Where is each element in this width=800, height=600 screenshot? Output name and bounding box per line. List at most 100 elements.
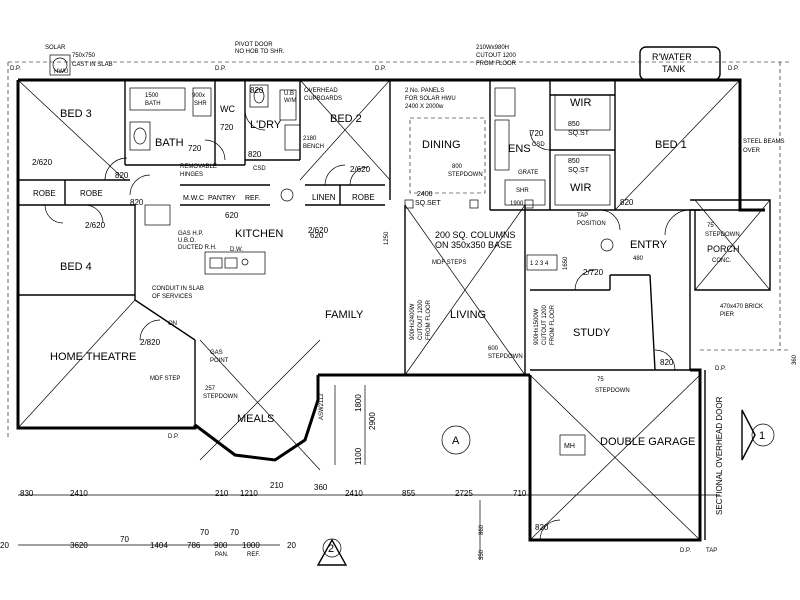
- note-cutout-top: CUTOUT 1200: [476, 53, 516, 59]
- room-home-theatre: HOME THEATRE: [50, 351, 136, 363]
- dim-row1-9: 710: [513, 489, 527, 498]
- note-gas-point: GAS: [210, 350, 223, 356]
- room-double-garage: DOUBLE GARAGE: [600, 436, 695, 448]
- note-conduit: CONDUIT IN SLAB: [152, 286, 204, 292]
- note-window-left: 900Hx2400W: [410, 303, 416, 340]
- dim-row2-sub-1: REF.: [247, 552, 260, 558]
- note-shr-1900: 1900: [510, 201, 524, 207]
- note-sqst-b: SQ.ST: [568, 167, 590, 174]
- note-257: 257: [205, 386, 216, 392]
- room-bed2: BED 2: [330, 113, 362, 125]
- room-bed4: BED 4: [60, 261, 92, 273]
- dim-row2-6: 1000: [242, 541, 260, 550]
- note-sqst-850-b: 850: [568, 158, 580, 165]
- dim-350: 350: [479, 549, 485, 560]
- note-bench: BENCH: [303, 144, 324, 150]
- dim-480: 480: [633, 256, 644, 262]
- dim-row1-7: 855: [402, 489, 416, 498]
- dim-row1-8: 2725: [455, 489, 473, 498]
- ceiling-hatch: [17, 79, 771, 541]
- dp-5: D.P.: [168, 434, 179, 440]
- section-marker-1: 1: [759, 430, 765, 442]
- dp-2: D.P.: [215, 66, 226, 72]
- room-ref: REF.: [245, 195, 260, 202]
- note-tap: TAP: [577, 213, 588, 219]
- note-tap-bottom: TAP: [706, 548, 717, 554]
- dim-1800: 1800: [354, 394, 363, 412]
- dim-1650: 1650: [563, 256, 569, 270]
- note-columns-base: ON 350x350 BASE: [435, 240, 512, 250]
- note-solar-cast: CAST IN SLAB: [72, 62, 113, 68]
- room-wir-1: WIR: [570, 97, 591, 109]
- room-robe-1: ROBE: [33, 189, 56, 198]
- dim-row2-0: 20: [0, 541, 9, 550]
- note-gas-hp: GAS H.P.: [178, 231, 204, 237]
- room-robe-3: ROBE: [352, 193, 375, 202]
- dim-860: 860: [479, 524, 485, 535]
- note-brick-pier: 470x470 BRICK: [720, 304, 763, 310]
- door-dim-10: 820: [535, 523, 549, 532]
- note-pivot-hob: NO HOB TO SHR.: [235, 49, 285, 55]
- note-porch-stepdown: STEPDOWN: [705, 232, 740, 238]
- room-bath: BATH: [155, 137, 184, 149]
- note-garage-75: 75: [597, 377, 604, 383]
- note-solar-size: 750x750: [72, 53, 96, 59]
- dim-1250: 1250: [384, 231, 390, 245]
- note-bench-dim: 2180: [303, 136, 317, 142]
- note-sqst-850: 850: [568, 121, 580, 128]
- room-wc: WC: [220, 104, 235, 114]
- note-steel-over: OVER: [743, 148, 761, 154]
- note-tank: TANK: [662, 64, 685, 74]
- note-mdf-step: MDF STEP: [150, 376, 180, 382]
- room-meals: MEALS: [237, 413, 274, 425]
- note-panels: 2 No. PANELS: [405, 88, 444, 94]
- dim-row2-sub-0: PAN.: [215, 552, 229, 558]
- note-removable: REMOVABLE: [180, 164, 217, 170]
- note-wm: W/M: [284, 98, 296, 104]
- note-ducted: DUCTED R.H.: [178, 245, 217, 251]
- note-solar: SOLAR: [45, 45, 66, 51]
- note-tap-position: POSITION: [577, 221, 606, 227]
- door-dim-6: 620: [225, 211, 239, 220]
- note-rwater: R'WATER: [652, 52, 692, 62]
- dim-2900: 2900: [368, 412, 377, 430]
- note-bath-small: BATH: [145, 101, 161, 107]
- dim-1100: 1100: [354, 447, 363, 465]
- door-dim-double-5: 2/820: [140, 338, 161, 347]
- door-dim-12: 820: [248, 150, 262, 159]
- dp-1: D.P.: [10, 66, 21, 72]
- note-steel-beams: STEEL BEAMS: [743, 139, 784, 145]
- dim-row2-4: 786: [187, 541, 201, 550]
- room-dining: DINING: [422, 139, 461, 151]
- note-gas-point-b: POINT: [210, 358, 229, 364]
- room-robe-2: ROBE: [80, 189, 103, 198]
- note-columns: 200 SQ. COLUMNS: [435, 230, 516, 240]
- note-sqst: SQ.ST: [568, 130, 590, 137]
- door-dim-1: 820: [250, 86, 264, 95]
- dim-row1-1: 2410: [70, 489, 88, 498]
- door-swings: [44, 109, 691, 541]
- dp-6: D.P.: [715, 366, 726, 372]
- door-dim-11: 720: [530, 129, 544, 138]
- interior-walls: [18, 80, 740, 425]
- note-garage-stepdown: STEPDOWN: [595, 388, 630, 394]
- section-marker-a: A: [452, 435, 460, 447]
- note-panels-size: 2400 X 2000w: [405, 104, 444, 110]
- section-marker-2: 2: [328, 543, 334, 555]
- room-labels: BED 3 BATH WC L'DRY BED 2 DINING ENS WIR…: [33, 97, 740, 448]
- dim-row2-3: 1404: [150, 541, 168, 550]
- dims-row-1: 830 2410 210 1210 210 360 2410 855 2725 …: [20, 481, 527, 498]
- note-cutout-top-floor: FROM FLOOR: [476, 61, 517, 67]
- note-sqset: SQ.SET: [415, 200, 441, 207]
- room-bed3: BED 3: [60, 108, 92, 120]
- dim-row1-0: 830: [20, 489, 34, 498]
- dim-side-360: 360: [792, 354, 798, 365]
- room-family: FAMILY: [325, 309, 364, 321]
- dim-row1-3: 1210: [240, 489, 258, 498]
- site-guides: [7, 61, 790, 440]
- room-linen: LINEN: [312, 193, 336, 202]
- note-pivot: PIVOT DOOR: [235, 42, 273, 48]
- note-grate: GRATE: [518, 170, 538, 176]
- door-dim-8: 820: [620, 198, 634, 207]
- door-dim-double-2: 2/620: [85, 221, 106, 230]
